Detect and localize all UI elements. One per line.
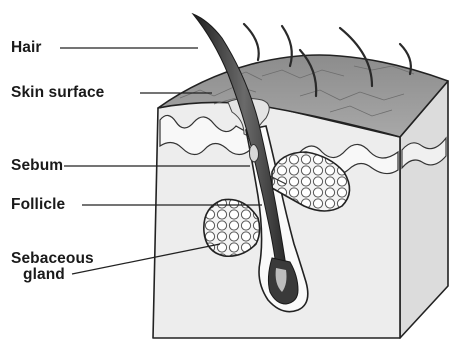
label-sebaceous: Sebaceous	[11, 250, 94, 267]
label-follicle: Follicle	[11, 196, 65, 213]
label-skin-surface: Skin surface	[11, 84, 104, 101]
label-gland: gland	[23, 266, 65, 283]
label-sebum: Sebum	[11, 157, 63, 174]
label-hair: Hair	[11, 39, 42, 56]
sebum-droplet	[250, 144, 259, 162]
